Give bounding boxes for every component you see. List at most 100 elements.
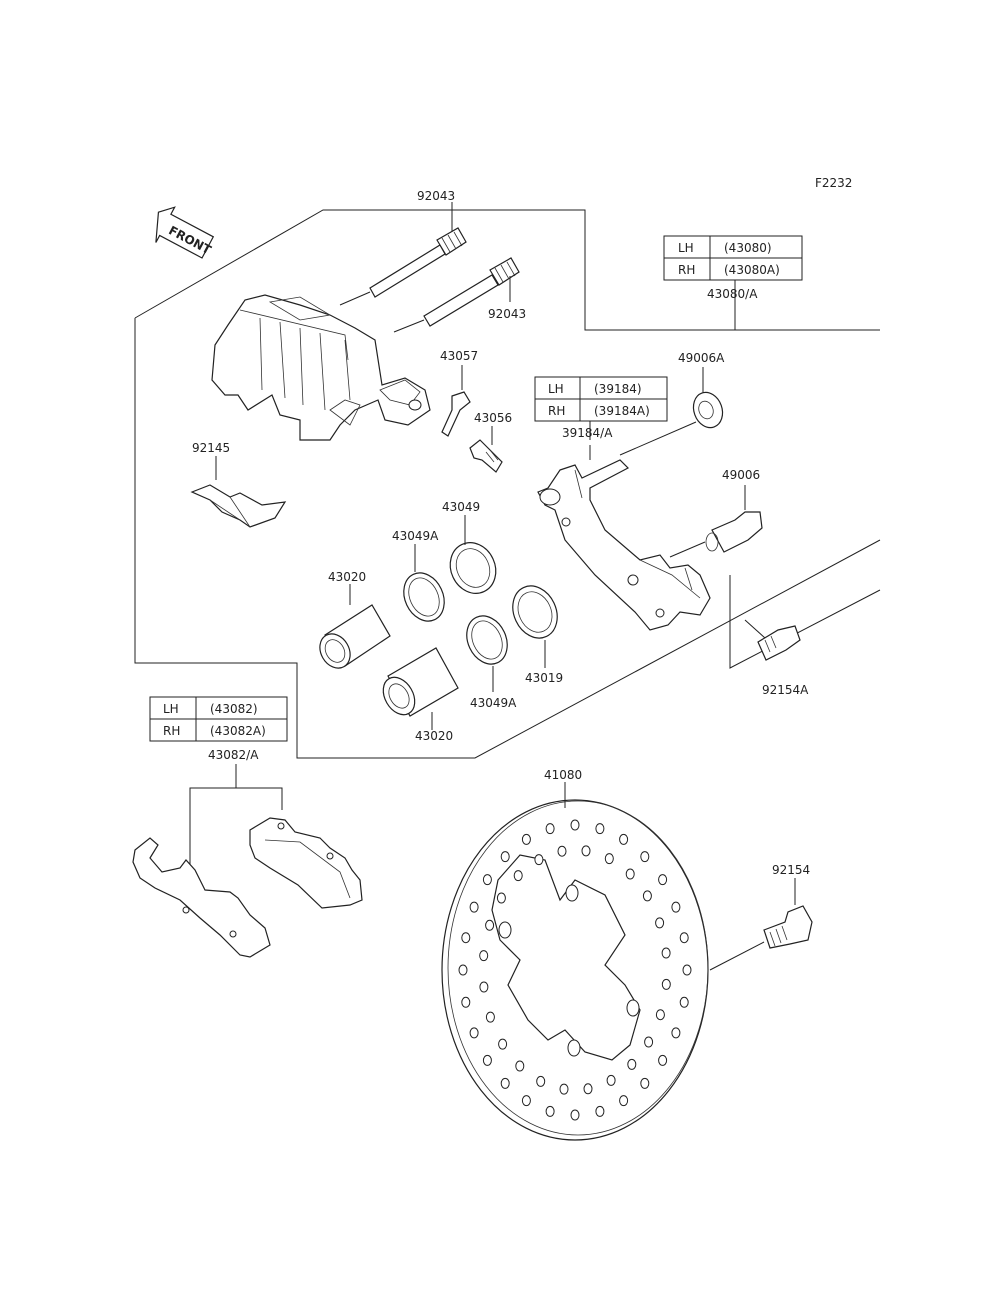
label-43019: 43019	[525, 671, 563, 685]
disc-hole	[500, 1077, 510, 1089]
label-92154A: 92154A	[762, 683, 809, 697]
disc-hole	[536, 1075, 546, 1087]
bleeder-cap-43057	[441, 391, 471, 437]
piston-43020-bot	[382, 647, 459, 717]
disc-hole	[482, 874, 492, 886]
disc-hole	[682, 964, 692, 976]
label-43082: 43082/A	[208, 748, 259, 762]
bracket-side-table: LH (39184) RH (39184A)	[534, 376, 668, 422]
disc-hole	[513, 870, 523, 882]
disc-hole	[559, 1083, 569, 1095]
piston-seal-43049-top	[449, 542, 497, 594]
disc-hole	[515, 1060, 525, 1072]
label-92154: 92154	[772, 863, 810, 877]
disc-hole	[557, 845, 567, 857]
label-43080: 43080/A	[707, 287, 758, 301]
pad-spring-92145	[190, 484, 287, 528]
disc-hole	[581, 845, 591, 857]
disc-hole	[498, 1038, 508, 1050]
disc-hole	[496, 892, 506, 904]
disc-hole	[661, 947, 671, 959]
disc-hole	[485, 1011, 495, 1023]
pads-side-table: LH (43082) RH (43082A)	[149, 696, 288, 742]
piston-43020-top	[319, 604, 391, 669]
disc-hole	[625, 868, 635, 880]
disc-hole	[627, 1058, 637, 1070]
disc-hole	[619, 1095, 629, 1107]
disc-hole	[482, 1054, 492, 1066]
bleeder-valve-43056	[469, 439, 503, 473]
label-92043-mid: 92043	[488, 307, 526, 321]
label-43057: 43057	[440, 349, 478, 363]
label-43049A-top: 43049A	[392, 529, 439, 543]
brake-disc-41080	[441, 799, 709, 1141]
label-43056: 43056	[474, 411, 512, 425]
caliper-side-table: LH (43080) RH (43080A)	[663, 235, 803, 281]
disc-hole	[644, 1036, 654, 1048]
disc-hole	[640, 1077, 650, 1089]
label-43049-top: 43049	[442, 500, 480, 514]
svg-text:(43082): (43082)	[210, 702, 258, 716]
boot-49006A	[692, 391, 724, 429]
diagram-code: F2232	[815, 176, 852, 190]
disc-hole	[595, 1105, 605, 1117]
disc-hole	[570, 1109, 580, 1121]
front-arrow-icon: FRONT	[155, 206, 214, 259]
label-39184: 39184/A	[562, 426, 613, 440]
disc-hole	[534, 854, 544, 866]
label-92043-top: 92043	[417, 189, 455, 203]
disc-hole	[640, 851, 650, 863]
caliper-assembly-outline	[134, 209, 880, 331]
disc-hole	[658, 1054, 668, 1066]
svg-text:(39184): (39184)	[594, 382, 642, 396]
disc-hole	[545, 1105, 555, 1117]
disc-hole	[469, 1027, 479, 1039]
boot-49006	[705, 511, 763, 553]
bolt-92154	[763, 905, 813, 949]
label-49006: 49006	[722, 468, 760, 482]
disc-vent-holes	[458, 819, 692, 1121]
piston-seal-43019	[512, 585, 558, 639]
slide-pin-92043-mid	[423, 257, 520, 327]
disc-hole	[655, 917, 665, 929]
disc-hole	[479, 950, 489, 962]
svg-text:RH: RH	[548, 404, 565, 418]
disc-hole	[583, 1083, 593, 1095]
disc-hole	[661, 978, 671, 990]
svg-text:(43080A): (43080A)	[724, 263, 780, 277]
disc-hole	[671, 901, 681, 913]
disc-hole	[461, 996, 471, 1008]
svg-text:(43080): (43080)	[724, 241, 772, 255]
label-49006A: 49006A	[678, 351, 725, 365]
disc-hole	[521, 833, 531, 845]
disc-hole	[604, 853, 614, 865]
svg-text:LH: LH	[548, 382, 564, 396]
label-41080: 41080	[544, 768, 582, 782]
brake-caliper-body	[211, 294, 431, 441]
disc-hole	[679, 932, 689, 944]
disc-hole	[619, 833, 629, 845]
svg-text:LH: LH	[163, 702, 179, 716]
svg-text:(39184A): (39184A)	[594, 404, 650, 418]
disc-hole	[655, 1009, 665, 1021]
slide-pin-92043-top	[369, 227, 467, 298]
disc-hole	[595, 823, 605, 835]
svg-text:RH: RH	[163, 724, 180, 738]
label-43020-bot: 43020	[415, 729, 453, 743]
disc-hole	[642, 890, 652, 902]
disc-hole	[500, 851, 510, 863]
disc-hole	[461, 932, 471, 944]
disc-hole	[570, 819, 580, 831]
svg-text:(43082A): (43082A)	[210, 724, 266, 738]
brake-pad-left	[132, 837, 271, 958]
label-43020-top: 43020	[328, 570, 366, 584]
label-92145: 92145	[192, 441, 230, 455]
disc-hole	[479, 981, 489, 993]
disc-hole	[545, 823, 555, 835]
caliper-bracket-39184	[537, 459, 711, 631]
disc-hole	[469, 901, 479, 913]
svg-text:RH: RH	[678, 263, 695, 277]
disc-hole	[658, 874, 668, 886]
